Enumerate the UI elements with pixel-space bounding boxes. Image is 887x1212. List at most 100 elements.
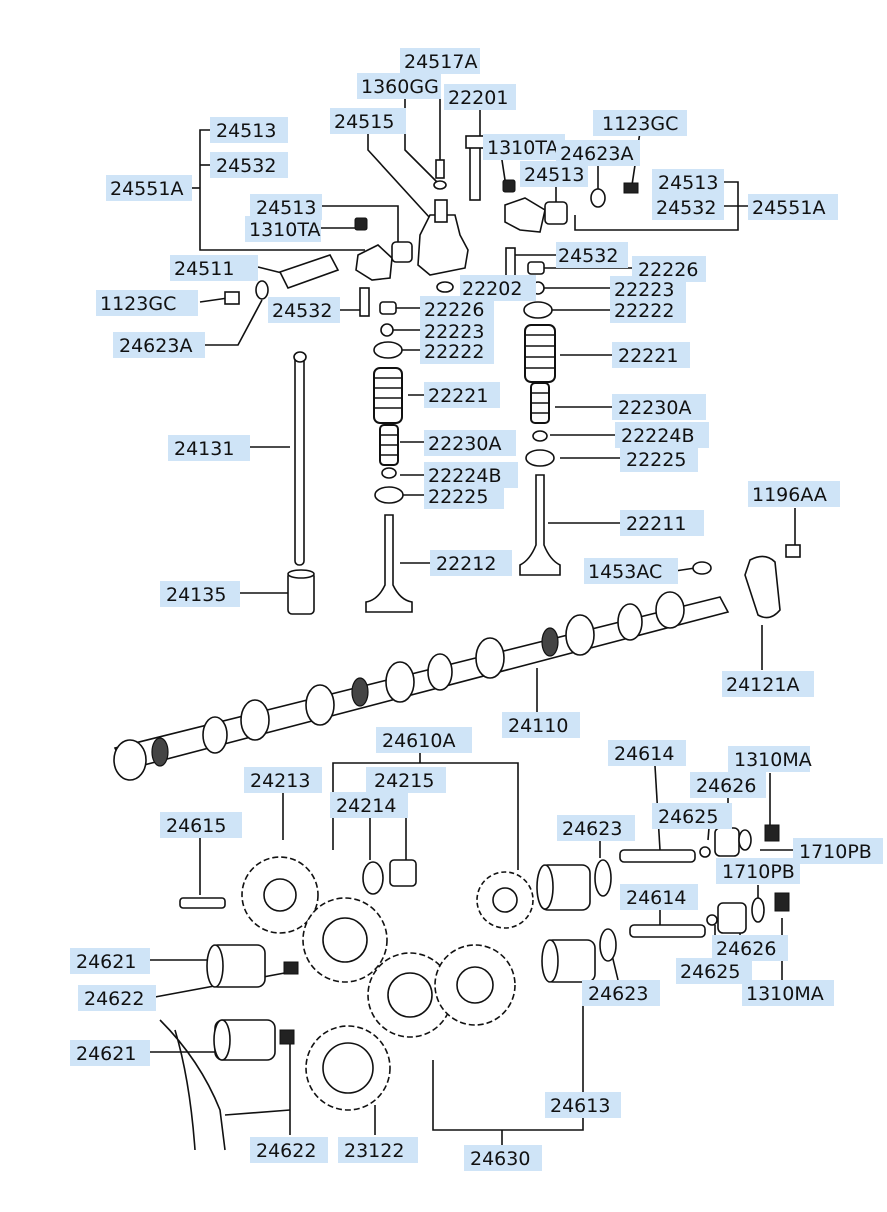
- svg-text:24625: 24625: [680, 961, 740, 983]
- part-label: 1710PB: [716, 858, 800, 884]
- part-label: 24626: [712, 935, 788, 961]
- svg-text:1310TA: 1310TA: [487, 137, 558, 159]
- svg-text:1123GC: 1123GC: [602, 113, 678, 135]
- part-label: 24532: [652, 194, 724, 220]
- svg-text:24614: 24614: [614, 743, 674, 765]
- svg-text:22223: 22223: [614, 279, 674, 301]
- part-label: 1360GG: [357, 73, 441, 99]
- part-label: 24625: [676, 958, 752, 984]
- part-label: 24610A: [376, 727, 472, 753]
- svg-text:24131: 24131: [174, 438, 234, 460]
- svg-text:22226: 22226: [424, 299, 484, 321]
- part-label: 24532: [268, 297, 340, 323]
- part-label: 24513: [210, 117, 288, 143]
- svg-text:1123GC: 1123GC: [100, 293, 176, 315]
- valve-22212: [365, 514, 413, 613]
- part-label: 24623: [582, 980, 660, 1006]
- part-label: 22225: [620, 446, 698, 472]
- part-label: 22225: [424, 483, 504, 509]
- svg-text:24613: 24613: [550, 1095, 610, 1117]
- svg-text:22221: 22221: [618, 345, 678, 367]
- part-label: 22221: [612, 342, 690, 368]
- part-label: 24215: [366, 767, 446, 793]
- svg-text:24622: 24622: [256, 1140, 316, 1162]
- svg-text:1310MA: 1310MA: [734, 749, 812, 771]
- valve-spring-left-outer: [373, 367, 403, 424]
- valve-spring-right-inner: [530, 382, 550, 424]
- svg-text:24513: 24513: [216, 120, 276, 142]
- part-label: 1310TA: [483, 134, 565, 160]
- part-label: 24626: [690, 772, 766, 798]
- pushrod-24131: [294, 354, 305, 566]
- svg-text:24622: 24622: [84, 988, 144, 1010]
- part-label: 1123GC: [593, 110, 687, 136]
- shaft-24614-lower: [629, 924, 706, 938]
- svg-text:1310MA: 1310MA: [746, 983, 824, 1005]
- svg-text:24511: 24511: [174, 258, 234, 280]
- svg-text:24515: 24515: [334, 111, 394, 133]
- part-label: 24623A: [113, 332, 205, 358]
- svg-text:24626: 24626: [696, 775, 756, 797]
- washer-24214: [362, 861, 384, 895]
- shaft-24614-upper: [619, 849, 696, 863]
- part-label: 22226: [420, 296, 494, 322]
- svg-text:24615: 24615: [166, 815, 226, 837]
- part-label: 24614: [608, 740, 686, 766]
- thrust-plate-24121A: [744, 555, 781, 619]
- part-label: 24513: [652, 169, 724, 195]
- svg-text:1710PB: 1710PB: [722, 861, 795, 883]
- svg-text:24623: 24623: [562, 818, 622, 840]
- svg-text:24532: 24532: [656, 197, 716, 219]
- part-label: 1310MA: [728, 746, 812, 772]
- svg-text:22212: 22212: [436, 553, 496, 575]
- part-label: 24213: [244, 767, 322, 793]
- part-label: 24551A: [748, 194, 838, 220]
- svg-text:22230A: 22230A: [618, 397, 691, 419]
- part-label: 22224B: [615, 422, 709, 448]
- svg-text:24532: 24532: [558, 245, 618, 267]
- svg-text:22224B: 22224B: [621, 425, 694, 447]
- part-label: 22226: [632, 256, 706, 282]
- rocker-shaft: [278, 254, 340, 289]
- svg-text:22201: 22201: [448, 87, 508, 109]
- part-label: 24511: [170, 255, 258, 281]
- svg-text:24532: 24532: [216, 155, 276, 177]
- part-label: 24135: [160, 581, 240, 607]
- svg-text:22225: 22225: [428, 486, 488, 508]
- part-label: 22230A: [424, 430, 516, 456]
- part-label: 24532: [210, 152, 288, 178]
- svg-text:24621: 24621: [76, 951, 136, 973]
- part-label: 24615: [160, 812, 242, 838]
- svg-text:24625: 24625: [658, 806, 718, 828]
- part-label: 24621: [70, 948, 150, 974]
- part-label: 24110: [502, 712, 580, 738]
- part-label: 22230A: [612, 394, 706, 420]
- part-label: 1196AA: [748, 481, 840, 507]
- part-label: 24622: [78, 985, 156, 1011]
- engine-block-outline: [159, 1019, 226, 1151]
- part-label: 24613: [545, 1092, 621, 1118]
- svg-text:24551A: 24551A: [752, 197, 825, 219]
- svg-text:22211: 22211: [626, 513, 686, 535]
- svg-text:22222: 22222: [614, 300, 674, 322]
- part-label: 23122: [338, 1137, 418, 1163]
- svg-text:24626: 24626: [716, 938, 776, 960]
- part-label: 24131: [168, 435, 250, 461]
- part-label: 24214: [330, 792, 408, 818]
- svg-text:22221: 22221: [428, 385, 488, 407]
- svg-text:24614: 24614: [626, 887, 686, 909]
- svg-text:24513: 24513: [524, 164, 584, 186]
- valve-22211: [519, 474, 561, 576]
- svg-text:24630: 24630: [470, 1148, 530, 1170]
- svg-text:24623A: 24623A: [119, 335, 192, 357]
- part-label: 1453AC: [584, 558, 678, 584]
- part-label: 24513: [250, 194, 322, 220]
- part-label: 24513: [520, 161, 588, 187]
- part-label: 1710PB: [793, 838, 883, 864]
- svg-text:24110: 24110: [508, 715, 568, 737]
- part-label: 22211: [620, 510, 704, 536]
- svg-text:22224B: 22224B: [428, 465, 501, 487]
- part-label: 24622: [250, 1137, 328, 1163]
- valve-spring-left-inner: [379, 424, 399, 466]
